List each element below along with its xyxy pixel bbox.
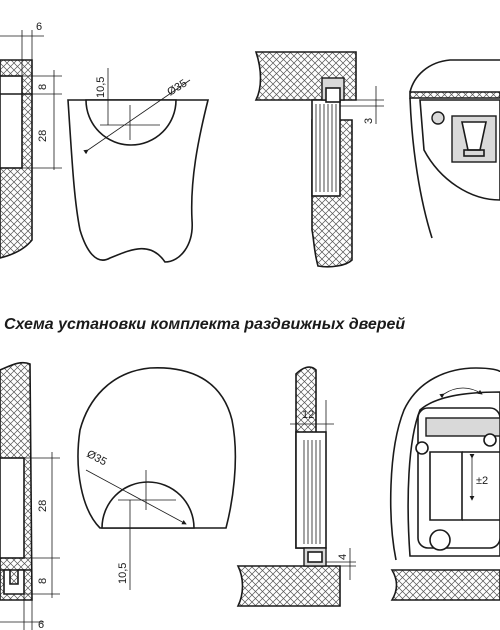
- top-roller-bracket: [409, 59, 500, 239]
- bottom-front-bore: 10,5 Ø35: [77, 367, 237, 590]
- bottom-dim-track: 12: [302, 409, 314, 421]
- bottom-dim-gap: 4: [337, 554, 349, 560]
- top-track-section: 3: [254, 51, 384, 268]
- top-dim-small: 8: [37, 84, 49, 90]
- top-front-bore: 10,5 Ø35: [67, 68, 210, 263]
- bottom-side-section: 28 8 6: [0, 361, 60, 630]
- top-dim-gap: 3: [363, 118, 375, 124]
- top-dim-diameter: Ø35: [165, 77, 189, 98]
- top-side-section: 6 8 28: [0, 21, 62, 259]
- bottom-dim-height: 28: [37, 500, 49, 512]
- bottom-rail-section: 12 4: [236, 366, 356, 607]
- top-dim-offset: 10,5: [95, 77, 107, 98]
- bottom-dim-offset: 10,5: [117, 563, 129, 584]
- top-dim-width: 6: [36, 21, 42, 33]
- bottom-dim-diameter: Ø35: [85, 448, 109, 468]
- top-dim-height: 28: [37, 130, 49, 142]
- bottom-dim-adjust: ±2: [476, 475, 488, 487]
- bottom-roller-carriage: ±2: [389, 367, 500, 601]
- bottom-dim-small: 8: [37, 578, 49, 584]
- diagram-title: Схема установки комплекта раздвижных две…: [4, 316, 406, 333]
- bottom-dim-width: 6: [38, 619, 44, 630]
